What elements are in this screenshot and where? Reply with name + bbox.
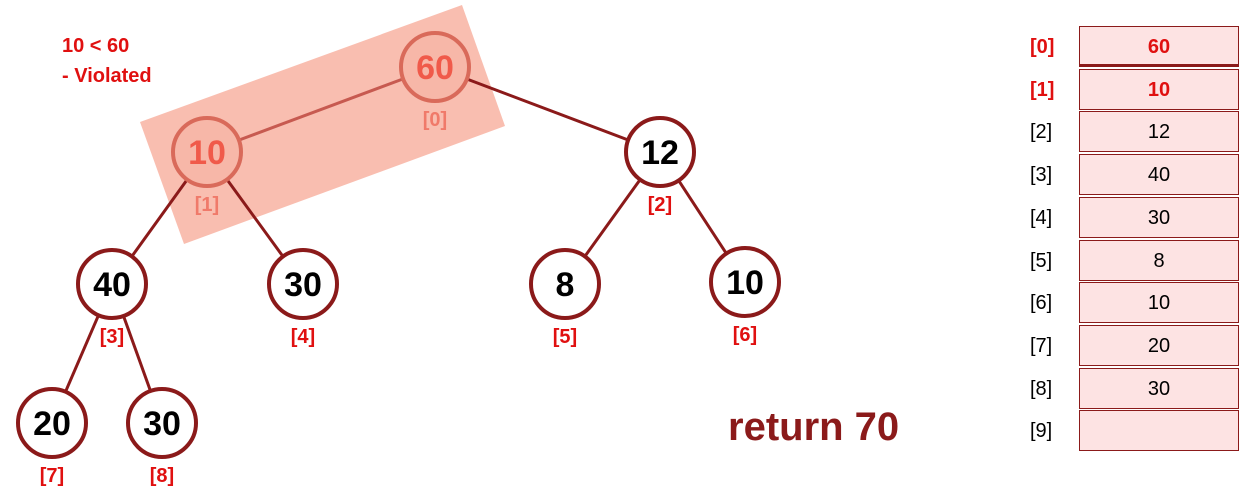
tree-edge-n1-n4 <box>225 178 285 258</box>
tree-node-index: [7] <box>40 465 64 487</box>
tree-node-circle <box>76 248 148 320</box>
tree-node-circle <box>171 116 243 188</box>
array-row: [5] 8 <box>1010 239 1240 283</box>
tree-node-circle <box>267 248 339 320</box>
tree-node-index: [1] <box>195 194 219 216</box>
tree-node-value: 60 <box>416 49 454 87</box>
violation-note-line2: - Violated <box>62 65 152 87</box>
tree-edge-n2-n5 <box>583 178 642 258</box>
return-value-text: return 70 <box>728 405 900 449</box>
tree-node-circle <box>16 387 88 459</box>
tree-edge-n2-n6 <box>677 179 728 255</box>
tree-node-index: [6] <box>733 324 757 346</box>
tree-node-8: 30 [8] <box>126 387 198 487</box>
array-index-label: [6] <box>1030 292 1053 315</box>
tree-edges <box>64 77 728 393</box>
array-cell: 30 <box>1079 367 1239 409</box>
tree-node-2: 12 [2] <box>624 116 696 216</box>
tree-node-index: [4] <box>291 326 315 348</box>
array-index-label: [9] <box>1030 420 1053 443</box>
tree-node-value: 30 <box>284 266 322 304</box>
array-row: [6] 10 <box>1010 282 1240 325</box>
tree-node-7: 20 [7] <box>16 387 88 487</box>
array-cell: 10 <box>1079 282 1239 324</box>
array-index-label: [8] <box>1030 377 1053 400</box>
tree-node-index: [5] <box>553 326 577 348</box>
violation-note-line1: 10 < 60 <box>62 35 130 57</box>
tree-node-value: 30 <box>143 405 181 443</box>
tree-edge-n1-n3 <box>130 178 189 258</box>
array-index-label: [4] <box>1030 206 1053 229</box>
array-cell: 60 <box>1079 26 1239 67</box>
array-row: [2] 12 <box>1010 111 1240 154</box>
tree-node-1: 10 [1] <box>171 116 243 216</box>
array-cell: 40 <box>1079 154 1239 196</box>
tree-node-value: 10 <box>188 134 226 172</box>
array-row: [4] 30 <box>1010 196 1240 240</box>
tree-node-circle <box>624 116 696 188</box>
tree-node-value: 8 <box>556 266 575 304</box>
array-row: [7] 20 <box>1010 324 1240 368</box>
tree-node-index: [8] <box>150 465 174 487</box>
tree-node-circle <box>709 246 781 318</box>
array-index-label: [7] <box>1030 334 1053 357</box>
tree-node-index: [2] <box>648 194 672 216</box>
array-index-label: [2] <box>1030 121 1053 144</box>
array-cell: 10 <box>1079 68 1239 110</box>
tree-edge-n0-n2 <box>466 77 629 142</box>
tree-nodes: 60 [0] 10 [1] 12 [2] 40 [3] 30 [4] 8 [5] 10 [6] 20 [7] 3… <box>16 31 781 487</box>
array-index-label: [1] <box>1030 78 1055 101</box>
array-index-label: [5] <box>1030 249 1053 272</box>
tree-node-value: 10 <box>726 264 764 302</box>
tree-node-value: 20 <box>33 405 71 443</box>
tree-node-6: 10 [6] <box>709 246 781 346</box>
tree-node-circle <box>126 387 198 459</box>
tree-node-value: 12 <box>641 134 679 172</box>
tree-edge-n0-n1 <box>238 77 404 142</box>
tree-node-circle <box>399 31 471 103</box>
tree-node-value: 40 <box>93 266 131 304</box>
array-cell: 20 <box>1079 324 1239 366</box>
tree-edge-n3-n8 <box>122 315 152 392</box>
tree-node-3: 40 [3] <box>76 248 148 348</box>
array-cell: 12 <box>1079 111 1239 153</box>
tree-node-4: 30 [4] <box>267 248 339 348</box>
array-row: [0] 60 <box>1010 26 1240 69</box>
tree-node-circle <box>529 248 601 320</box>
tree-node-index: [0] <box>423 109 447 131</box>
tree-edge-n3-n7 <box>64 314 100 393</box>
array-row: [8] 30 <box>1010 367 1240 411</box>
array-index-label: [0] <box>1030 36 1055 58</box>
tree-node-index: [3] <box>100 326 124 348</box>
array-cell: 30 <box>1079 196 1239 238</box>
array-row: [3] 40 <box>1010 154 1240 197</box>
tree-node-5: 8 [5] <box>529 248 601 348</box>
tree-node-0: 60 [0] <box>399 31 471 131</box>
array-index-label: [3] <box>1030 164 1053 187</box>
array-row: [9] <box>1010 410 1240 453</box>
array-row: [1] 10 <box>1010 68 1240 112</box>
array-cell: 8 <box>1079 239 1239 281</box>
array-cell <box>1079 410 1239 452</box>
